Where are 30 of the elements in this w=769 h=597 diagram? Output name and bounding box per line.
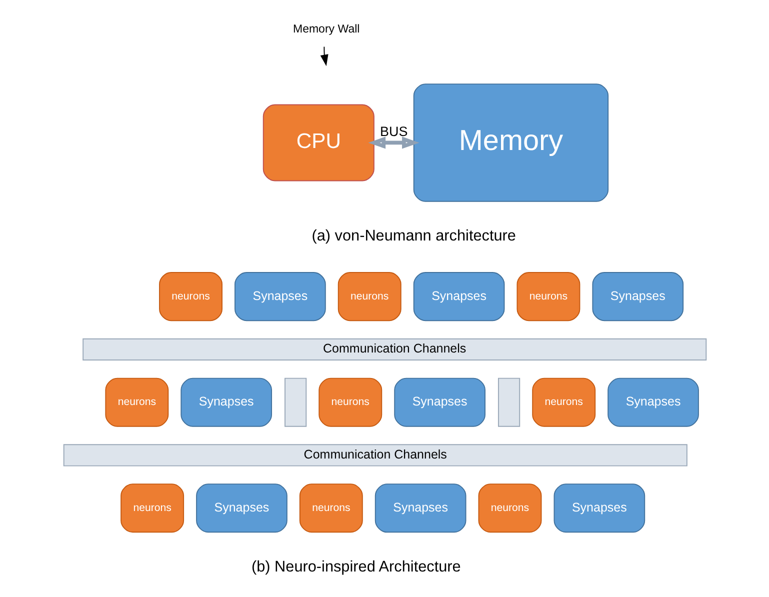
node-box: Communication Channels [82,338,706,361]
arrow [368,136,419,149]
node-arrow [284,378,306,427]
node-box: neurons [158,272,222,322]
node-box: Synapses [412,272,504,322]
node-box: neurons [337,272,401,322]
arrow [320,46,328,66]
node-box: Synapses [234,272,326,322]
node-box: Synapses [374,484,466,533]
label: (b) Neuro-inspired Architecture [250,558,460,576]
node-box: neurons [104,378,168,427]
label: (a) von-Neumann architecture [311,228,516,245]
node-text: Memory Wall [292,23,360,36]
node-box: Communication Channels [62,444,687,466]
edge-label: BUS [380,124,408,140]
node-box: neurons [120,484,184,533]
node-box: Memory [412,84,608,202]
node-box: CPU [262,104,374,182]
node-box: Synapses [180,378,272,427]
node-box: neurons [298,484,362,533]
node-box: Synapses [553,484,645,533]
node-box: Synapses [607,378,698,427]
node-box: neurons [532,378,596,427]
node-box: neurons [478,484,542,533]
node-box: Synapses [592,272,684,322]
node-box: Synapses [394,378,485,427]
node-arrow [497,378,520,427]
node-box: neurons [318,378,382,427]
node-box: Synapses [196,484,287,533]
node-box: neurons [516,272,580,322]
